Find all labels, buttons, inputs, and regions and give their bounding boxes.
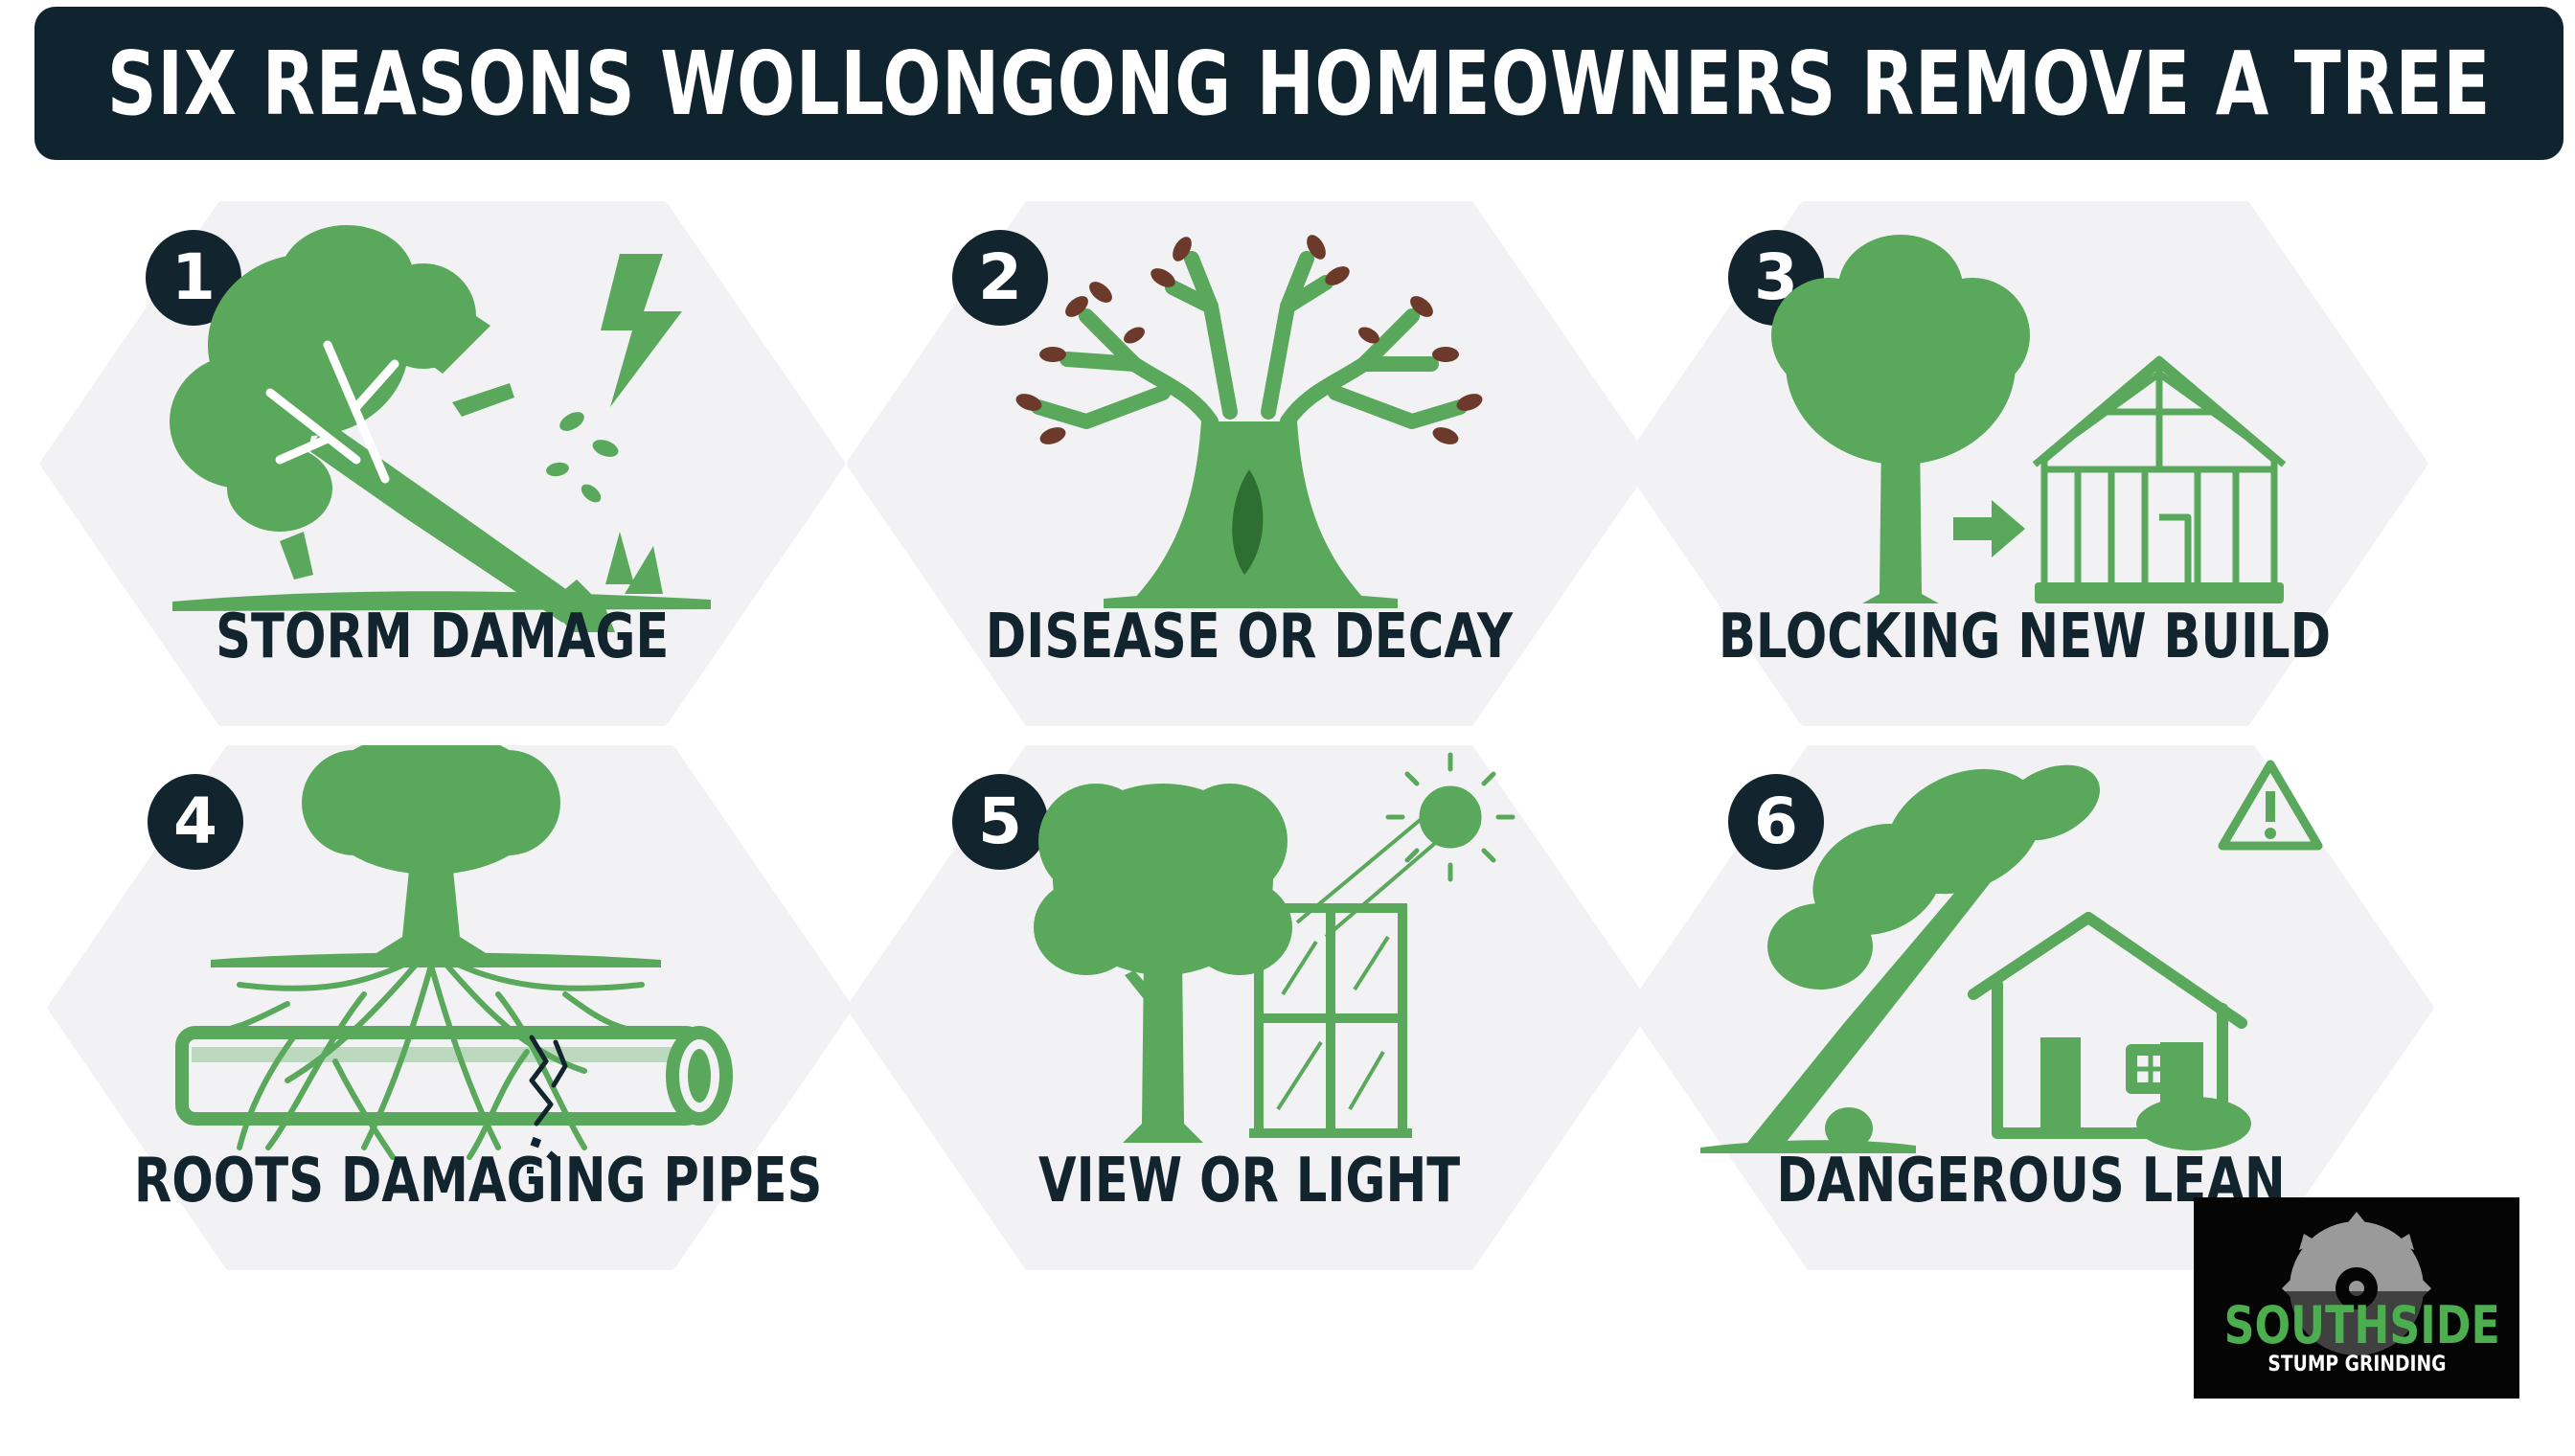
reason-card-2: 2 [847,201,1652,726]
number-badge: 5 [952,774,1048,870]
reason-card-3: 3 [1623,201,2427,726]
page-title: SIX REASONS WOLLONGONG HOMEOWNERS REMOVE… [106,32,2492,135]
fallen-tree-lightning-icon [170,225,711,632]
reason-card-6: 6 [1629,745,2433,1270]
leaning-tree-house-warning-icon [1700,760,2323,1153]
reason-label: BLOCKING NEW BUILD [1719,602,2332,672]
reason-label: DISEASE OR DECAY [985,602,1514,672]
number-badge: 6 [1728,774,1824,870]
reason-card-5: 5 [847,745,1652,1270]
reason-label: VIEW OR LIGHT [1037,1146,1461,1217]
number-badge: 3 [1728,230,1824,326]
hexagon-panel [847,745,1652,1270]
reason-label: STORM DAMAGE [216,602,670,672]
title-bar: SIX REASONS WOLLONGONG HOMEOWNERS REMOVE… [34,7,2564,160]
reason-card-4: 4 [48,745,853,1270]
southside-logo: SOUTHSIDE STUMP GRINDING [2194,1197,2519,1399]
number-badge: 4 [148,774,243,870]
logo-name: SOUTHSIDE [2223,1295,2500,1355]
tree-window-sun-icon [1034,752,1515,1143]
roots-cracked-pipe-icon [175,745,733,1173]
tree-house-frame-icon [1771,235,2287,603]
reason-card-1: 1 [40,201,845,726]
saw-blade-icon [2194,1212,2519,1399]
reason-label: ROOTS DAMAGING PIPES [133,1146,823,1217]
hexagon-panel [48,745,853,1270]
logo-subtitle: STUMP GRINDING [2267,1353,2447,1376]
decaying-tree-icon [1015,235,1483,608]
number-badge: 2 [952,230,1048,326]
